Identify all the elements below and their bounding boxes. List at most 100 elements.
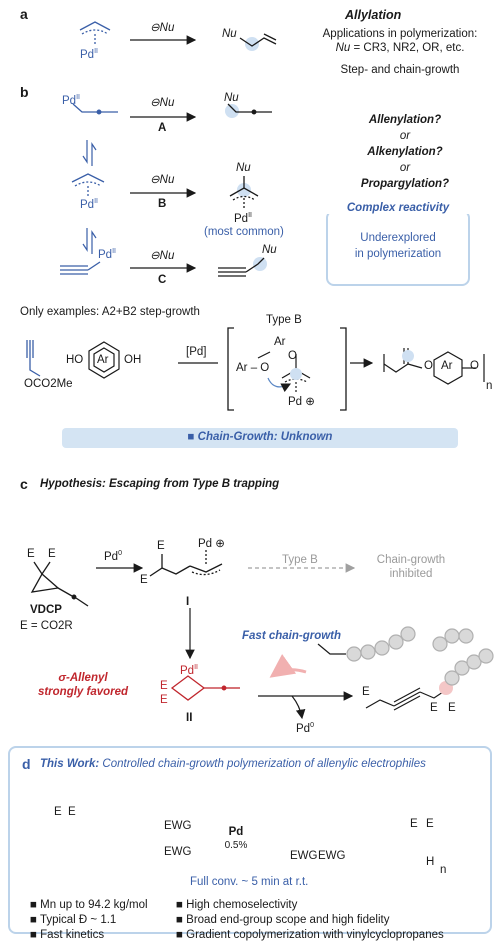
section-d-label: d [22, 756, 31, 772]
pi-allyl-pd-a [79, 21, 111, 46]
chain-growth-unknown: ■ Chain-Growth: Unknown [187, 431, 333, 443]
section-a-label: a [20, 6, 28, 22]
box-line2: in polymerization [354, 248, 442, 260]
ho-label: HO [66, 354, 84, 366]
complex-reactivity-box [326, 210, 470, 286]
this-work-title: This Work: Controlled chain-growth polym… [40, 758, 426, 770]
bullet-right-3: ■ Gradient copolymerization with vinylcy… [176, 929, 444, 941]
e-monomer-d-1: E [54, 806, 62, 818]
most-common-note: (most common) [204, 226, 284, 238]
pd-alkenyl-product-b [229, 176, 259, 210]
allylation-line3: Step- and chain-growth [340, 64, 460, 76]
e-monomer-d-2: E [68, 806, 76, 818]
question-propargylation: Propargylation? [360, 178, 450, 190]
n-subscript-b: n [486, 380, 493, 392]
e-ring-1: E [160, 680, 168, 692]
e-ring-2: E [160, 694, 168, 706]
section-b-label: b [20, 84, 29, 100]
allyl-product-a [239, 33, 277, 51]
pd-label-b2: PdII [80, 198, 98, 211]
complex-reactivity-title: Complex reactivity [326, 202, 470, 214]
bullet-left-2: ■ Typical Đ ~ 1.1 [30, 914, 117, 926]
ar-o-label-2: Ar [274, 336, 286, 348]
pd-plus-label: Pd ⊕ [288, 396, 315, 408]
nu-reagent-b2: ⊖Nu [150, 174, 175, 186]
bullet-left-1: ■ Mn up to 94.2 kg/mol [30, 899, 148, 911]
catalyst-loading: 0.5% [224, 840, 248, 851]
pd-ii-label: PdII [180, 664, 198, 677]
question-allenylation: Allenylation? [368, 114, 442, 126]
allylation-title: Allylation [345, 8, 402, 22]
nu-product-b1: Nu [224, 92, 239, 104]
path-a-label: A [158, 122, 167, 134]
type-b-intermediate [257, 351, 311, 393]
ester-label: OCO2Me [24, 378, 73, 390]
pd-label-b3: PdII [98, 248, 116, 261]
bullet-left-3: ■ Fast kinetics [30, 929, 105, 941]
pd-catalyst-label: [Pd] [186, 346, 207, 358]
ar-o-label: Ar – O [236, 362, 270, 374]
e-definition: E = CO2R [20, 620, 73, 632]
pd-product-b2: PdII [234, 212, 252, 225]
propargyl-product-c [218, 257, 267, 277]
vdcp-label: VDCP [30, 604, 62, 616]
allenyl-favored-2: strongly favored [37, 686, 129, 698]
chain-growth-bar [62, 428, 458, 448]
pd0-reagent: Pd0 [104, 550, 122, 563]
vdcp-structure [30, 561, 89, 607]
question-alkenylation: Alkenylation? [367, 146, 443, 158]
o-polymer-2: O [470, 360, 479, 372]
pd-label-b1: PdII [62, 94, 80, 107]
ewg-poly-2: EWG [318, 850, 346, 862]
this-work-box [8, 746, 492, 934]
box-line1: Underexplored [360, 232, 436, 244]
path-b-label: B [158, 198, 167, 210]
hydroquinone-ring [88, 341, 120, 379]
only-examples-text: Only examples: A2+B2 step-growth [20, 306, 200, 318]
allylation-line1: Applications in polymerization: [322, 28, 478, 40]
equilibrium-arrows [82, 140, 97, 254]
h-end: H [426, 856, 435, 868]
e-vdcp-2: E [48, 548, 56, 560]
pd-catalyst-d: Pd [228, 826, 244, 838]
attack-arrow [269, 654, 307, 678]
e-chain-1: E [362, 686, 370, 698]
ewg-1: EWG [164, 820, 192, 832]
allenyl-pd-b [72, 103, 118, 115]
path-c-label: C [158, 274, 167, 286]
intermediate-i [149, 550, 223, 577]
section-c-label: c [20, 476, 28, 492]
o-polymer-1: O [424, 360, 433, 372]
propargyl-carbonate [26, 340, 41, 377]
oh-label: OH [124, 354, 142, 366]
allylation-line2: Nu = CR3, NR2, OR, etc. [335, 42, 465, 54]
propagating-chain [317, 626, 416, 662]
intermediate-ii [170, 675, 240, 701]
bullet-right-2: ■ Broad end-group scope and high fidelit… [176, 914, 390, 926]
pd-plus-int: Pd ⊕ [198, 538, 225, 550]
e-int-1: E [157, 540, 165, 552]
ar-polymer: Ar [441, 360, 453, 372]
e-int-2: E [140, 574, 148, 586]
nu-product-a: Nu [222, 28, 237, 40]
step-growth-polymer [383, 348, 485, 385]
propargyl-pd-c [60, 261, 101, 275]
nu-reagent-b3: ⊖Nu [150, 250, 175, 262]
hypothesis-title: Hypothesis: Escaping from Type B trappin… [40, 478, 280, 490]
question-or-1: or [399, 130, 411, 142]
pd0-released: Pd0 [296, 722, 314, 735]
bullets-left: ■ Mn up to 94.2 kg/mol ■ Typical Đ ~ 1.1… [30, 898, 148, 943]
fast-chain-growth: Fast chain-growth [242, 630, 342, 642]
allene-product-a [225, 103, 272, 118]
o-label-2: O [288, 350, 297, 362]
n-subscript-d: n [440, 864, 447, 876]
type-b-grey: Type B [282, 554, 318, 566]
full-conversion: Full conv. ~ 5 min at r.t. [190, 876, 309, 888]
type-b-label: Type B [266, 314, 302, 326]
pd-label-a: PdII [80, 48, 98, 61]
nu-product-b3: Nu [262, 244, 277, 256]
nu-reagent-b1: ⊖Nu [150, 97, 175, 109]
bullets-right: ■ High chemoselectivity ■ Broad end-grou… [176, 898, 444, 943]
e-poly-d-2: E [426, 818, 434, 830]
question-or-2: or [399, 162, 411, 174]
